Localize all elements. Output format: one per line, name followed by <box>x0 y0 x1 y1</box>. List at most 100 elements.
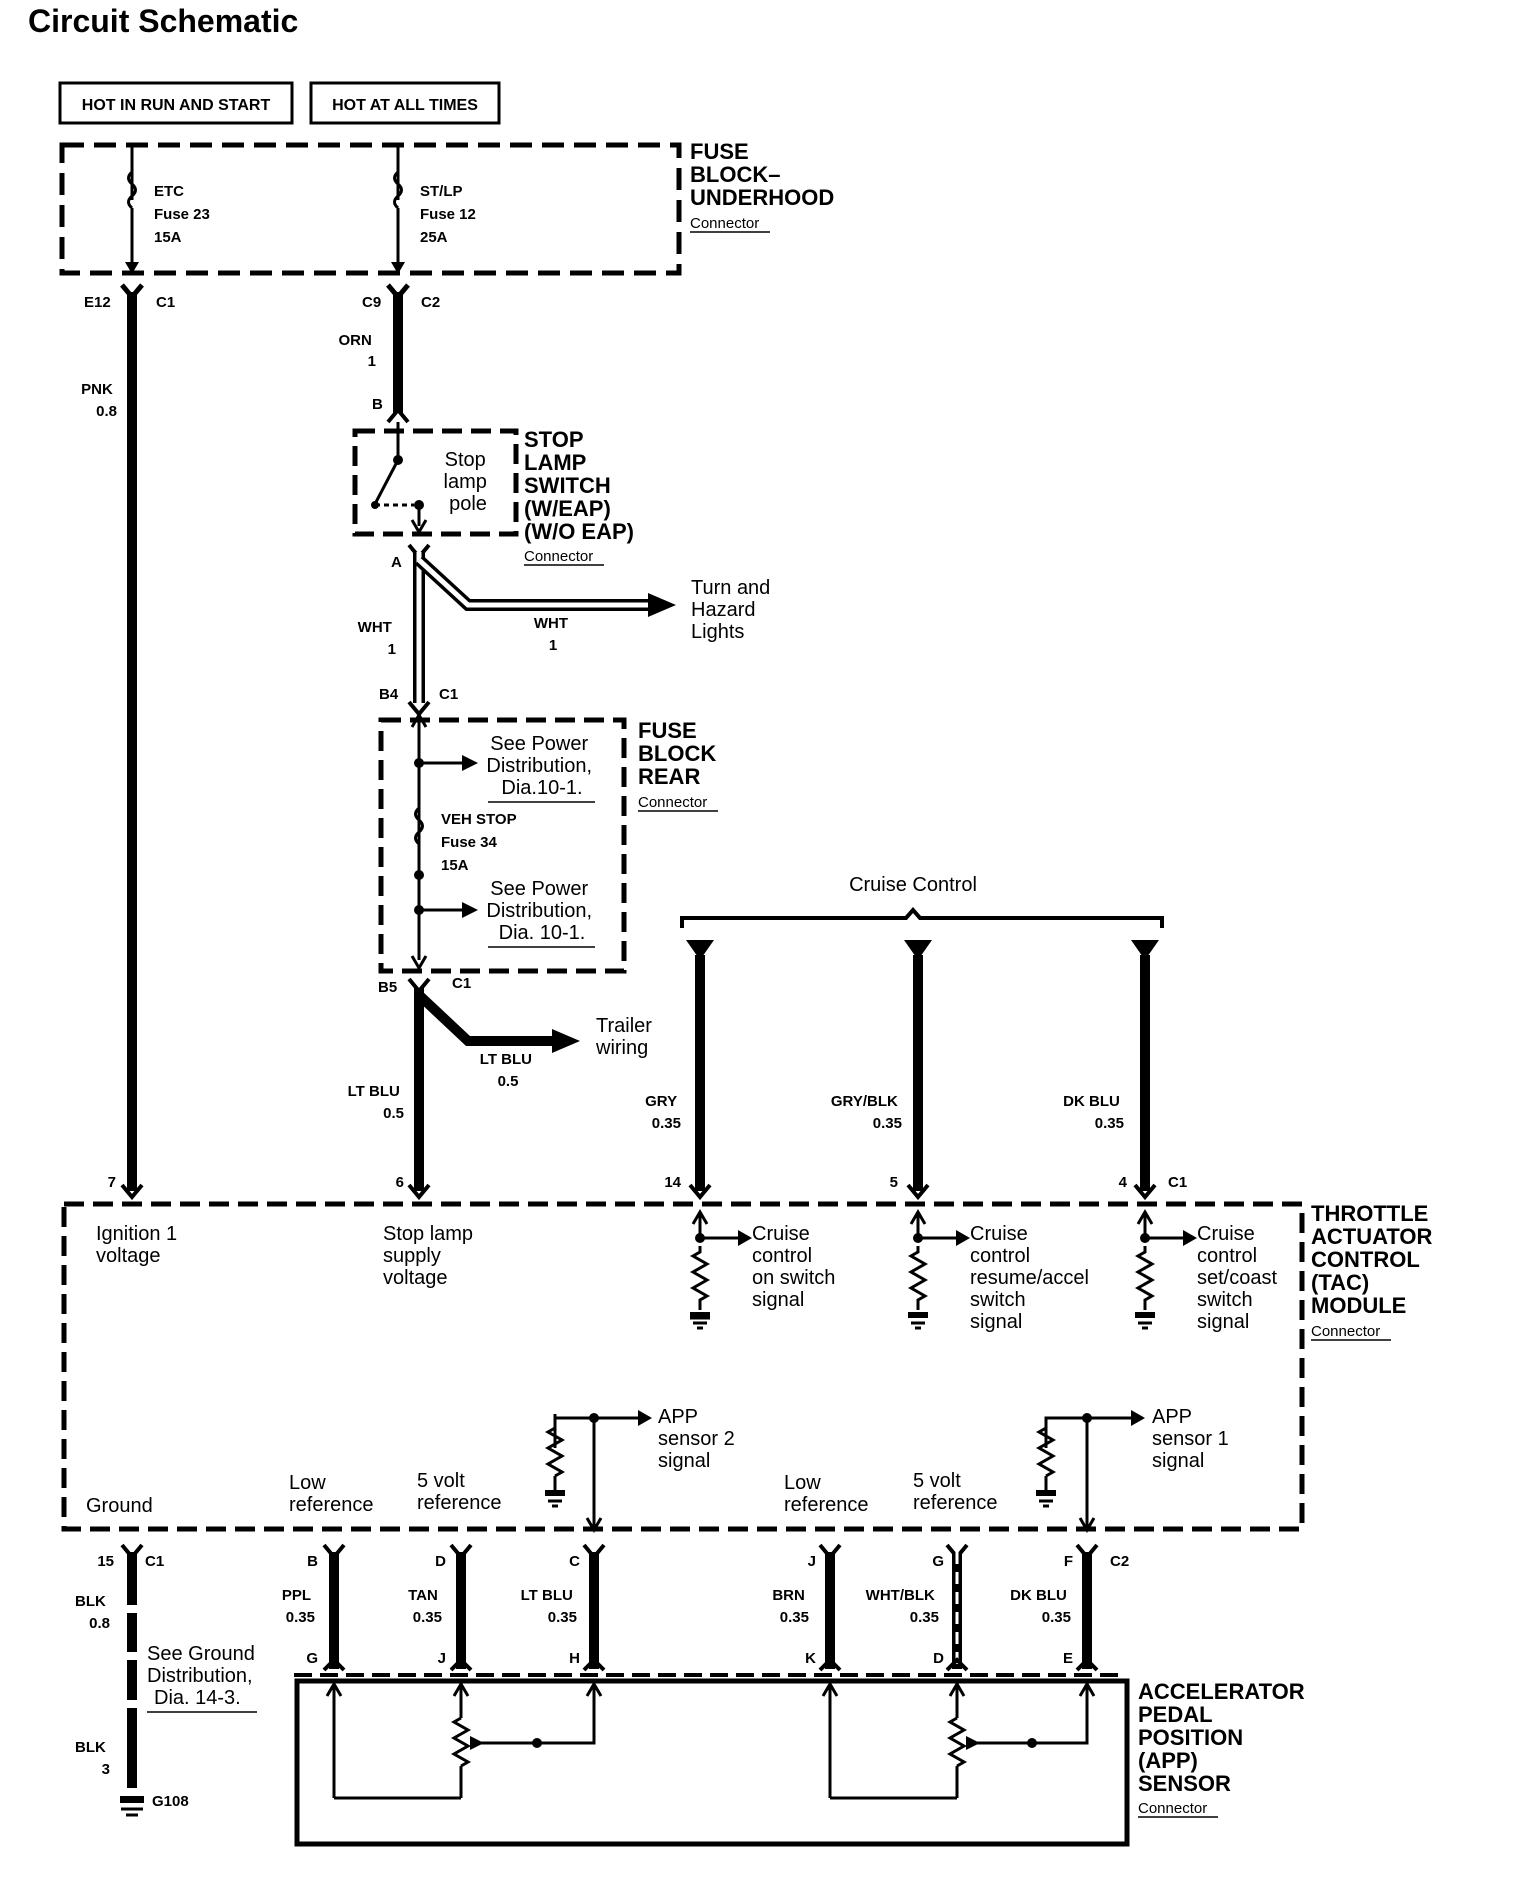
app-sensor-1-internal <box>821 1681 1096 1800</box>
pin-app-g-label: G <box>306 1650 318 1667</box>
hot-run-start-box <box>58 81 294 125</box>
pin-c1-b4-label: C1 <box>439 686 458 703</box>
ignition-voltage-label: Ignition 1 voltage <box>96 1223 183 1267</box>
orn-wire-label: ORN 1 <box>338 332 376 370</box>
tac-c1-label: C1 <box>1168 1174 1187 1191</box>
cruise-control-label: Cruise Control <box>849 874 977 896</box>
ground-c1-label: C1 <box>145 1553 164 1570</box>
app-sensor-title: ACCELERATOR PEDAL POSITION (APP) SENSOR <box>1138 1679 1311 1796</box>
turn-hazard-arrow <box>648 593 676 617</box>
pin-b5-label: B5 <box>378 979 397 996</box>
low-reference-2-label: Low reference <box>784 1472 869 1516</box>
pin-c1-b5-label: C1 <box>452 975 471 992</box>
pin-c2-g-label: G <box>932 1553 944 1570</box>
stop-lamp-pole-label: Stop lamp pole <box>444 449 493 515</box>
pin-c2-label: C2 <box>421 294 440 311</box>
fuse-block-rear-connector-label: Connector <box>638 794 707 811</box>
pin-e12-label: E12 <box>84 294 111 311</box>
power-dist-ref-2: See Power Distribution, Dia. 10-1. <box>486 878 597 944</box>
gry-wire-label: GRY 0.35 <box>645 1093 681 1132</box>
pin-app-e-label: E <box>1063 1650 1073 1667</box>
pin-4-label: 4 <box>1119 1174 1128 1191</box>
pin-app-k-label: K <box>805 1650 816 1667</box>
pin-c2-b-label: B <box>307 1553 318 1570</box>
lt-blu-035-wire-label: LT BLU 0.35 <box>521 1587 577 1626</box>
wht-branch-label: WHT 1 <box>534 615 572 654</box>
blk-3-label: BLK 3 <box>75 1739 110 1778</box>
dk-blu-wire-label: DK BLU 0.35 <box>1063 1093 1124 1132</box>
app1-signal-label: APP sensor 1 signal <box>1152 1406 1234 1472</box>
hot-all-times-box <box>309 81 501 125</box>
fuse-34-label: VEH STOP Fuse 34 15A <box>441 811 520 874</box>
lt-blu-wire-label: LT BLU 0.5 <box>348 1083 404 1122</box>
pin-15-label: 15 <box>97 1553 114 1570</box>
power-dist-ref-1: See Power Distribution, Dia.10-1. <box>486 733 597 799</box>
app1-signal-circuit <box>1035 1410 1145 1533</box>
ground-label: Ground <box>86 1495 153 1517</box>
pin-c2-f-label: F <box>1064 1553 1073 1570</box>
hot-all-times-label: HOT AT ALL TIMES <box>332 97 478 114</box>
fuse-12-symbol <box>393 170 403 210</box>
brn-wire-label: BRN 0.35 <box>772 1587 809 1626</box>
cc-set-input <box>1134 1209 1197 1330</box>
ppl-wire-label: PPL 0.35 <box>282 1587 315 1626</box>
fuse-block-rear-outline <box>378 717 627 974</box>
fuse-12-label: ST/LP Fuse 12 25A <box>420 183 480 246</box>
app-sensor-connector-label: Connector <box>1138 1800 1207 1817</box>
trailer-arrow <box>552 1029 580 1053</box>
cc-on-input <box>689 1209 752 1330</box>
pin-7-label: 7 <box>108 1174 116 1191</box>
pin-b-label: B <box>372 396 383 413</box>
tac-module-title: THROTTLE ACTUATOR CONTROL (TAC) MODULE <box>1311 1201 1439 1318</box>
stop-lamp-switch-title: STOP LAMP SWITCH (W/EAP) (W/O EAP) <box>524 427 634 544</box>
pin-c2-d-label: D <box>435 1553 446 1570</box>
fuse-block-underhood-outline <box>59 142 682 276</box>
fuse-34-symbol <box>414 806 424 846</box>
page-title: Circuit Schematic <box>28 3 298 39</box>
pin-app-j-label: J <box>438 1650 446 1667</box>
cc-on-label: Cruise control on switch signal <box>752 1223 841 1311</box>
trailer-wiring-label: Trailer wiring <box>595 1015 658 1059</box>
app-sensor-box <box>294 1678 1130 1847</box>
tac-module-outline <box>61 1201 1305 1532</box>
cc-resume-input <box>907 1209 970 1330</box>
pin-app-h-label: H <box>569 1650 580 1667</box>
fuse-23-symbol <box>127 170 137 210</box>
pin-b4-label: B4 <box>379 686 399 703</box>
tac-c2-label: C2 <box>1110 1553 1129 1570</box>
five-volt-reference-2-label: 5 volt reference <box>913 1470 998 1514</box>
ground-g108-symbol <box>120 1796 144 1817</box>
pin-6-label: 6 <box>396 1174 404 1191</box>
stop-lamp-switch-connector-label: Connector <box>524 548 593 565</box>
cruise-control-bracket <box>680 906 1164 928</box>
ground-g108-label: G108 <box>152 1793 189 1810</box>
pin-c2-j-label: J <box>808 1553 816 1570</box>
gry-blk-wire-label: GRY/BLK 0.35 <box>831 1093 902 1132</box>
pnk-wire-label: PNK 0.8 <box>81 381 117 420</box>
app2-signal-label: APP sensor 2 signal <box>658 1406 740 1472</box>
tan-wire-label: TAN 0.35 <box>408 1587 442 1626</box>
pin-app-d-label: D <box>933 1650 944 1667</box>
pin-a-label: A <box>391 554 402 571</box>
fuse-block-underhood-title: FUSE BLOCK– UNDERHOOD <box>690 139 834 210</box>
turn-hazard-label: Turn and Hazard Lights <box>691 577 776 643</box>
pin-14-label: 14 <box>664 1174 681 1191</box>
pin-c2-c-label: C <box>569 1553 580 1570</box>
hot-run-start-label: HOT IN RUN AND START <box>82 97 271 114</box>
app2-signal-circuit <box>544 1410 652 1533</box>
pin-c1-label: C1 <box>156 294 175 311</box>
lt-blu-branch-label: LT BLU 0.5 <box>480 1051 536 1090</box>
stop-lamp-switch-outline <box>352 428 519 537</box>
app-sensor-2-internal <box>325 1681 603 1800</box>
tac-module-connector-label: Connector <box>1311 1323 1380 1340</box>
cc-set-label: Cruise control set/coast switch signal <box>1197 1223 1283 1333</box>
ground-distribution-ref: See Ground Distribution, Dia. 14-3. <box>147 1643 260 1709</box>
pin-c9-label: C9 <box>362 294 381 311</box>
five-volt-reference-1-label: 5 volt reference <box>417 1470 502 1514</box>
low-reference-1-label: Low reference <box>289 1472 374 1516</box>
wht-blk-wire-label: WHT/BLK 0.35 <box>866 1587 939 1626</box>
pin-5-label: 5 <box>890 1174 898 1191</box>
fuse-block-underhood-connector-label: Connector <box>690 215 759 232</box>
blk-08-label: BLK 0.8 <box>75 1593 110 1632</box>
